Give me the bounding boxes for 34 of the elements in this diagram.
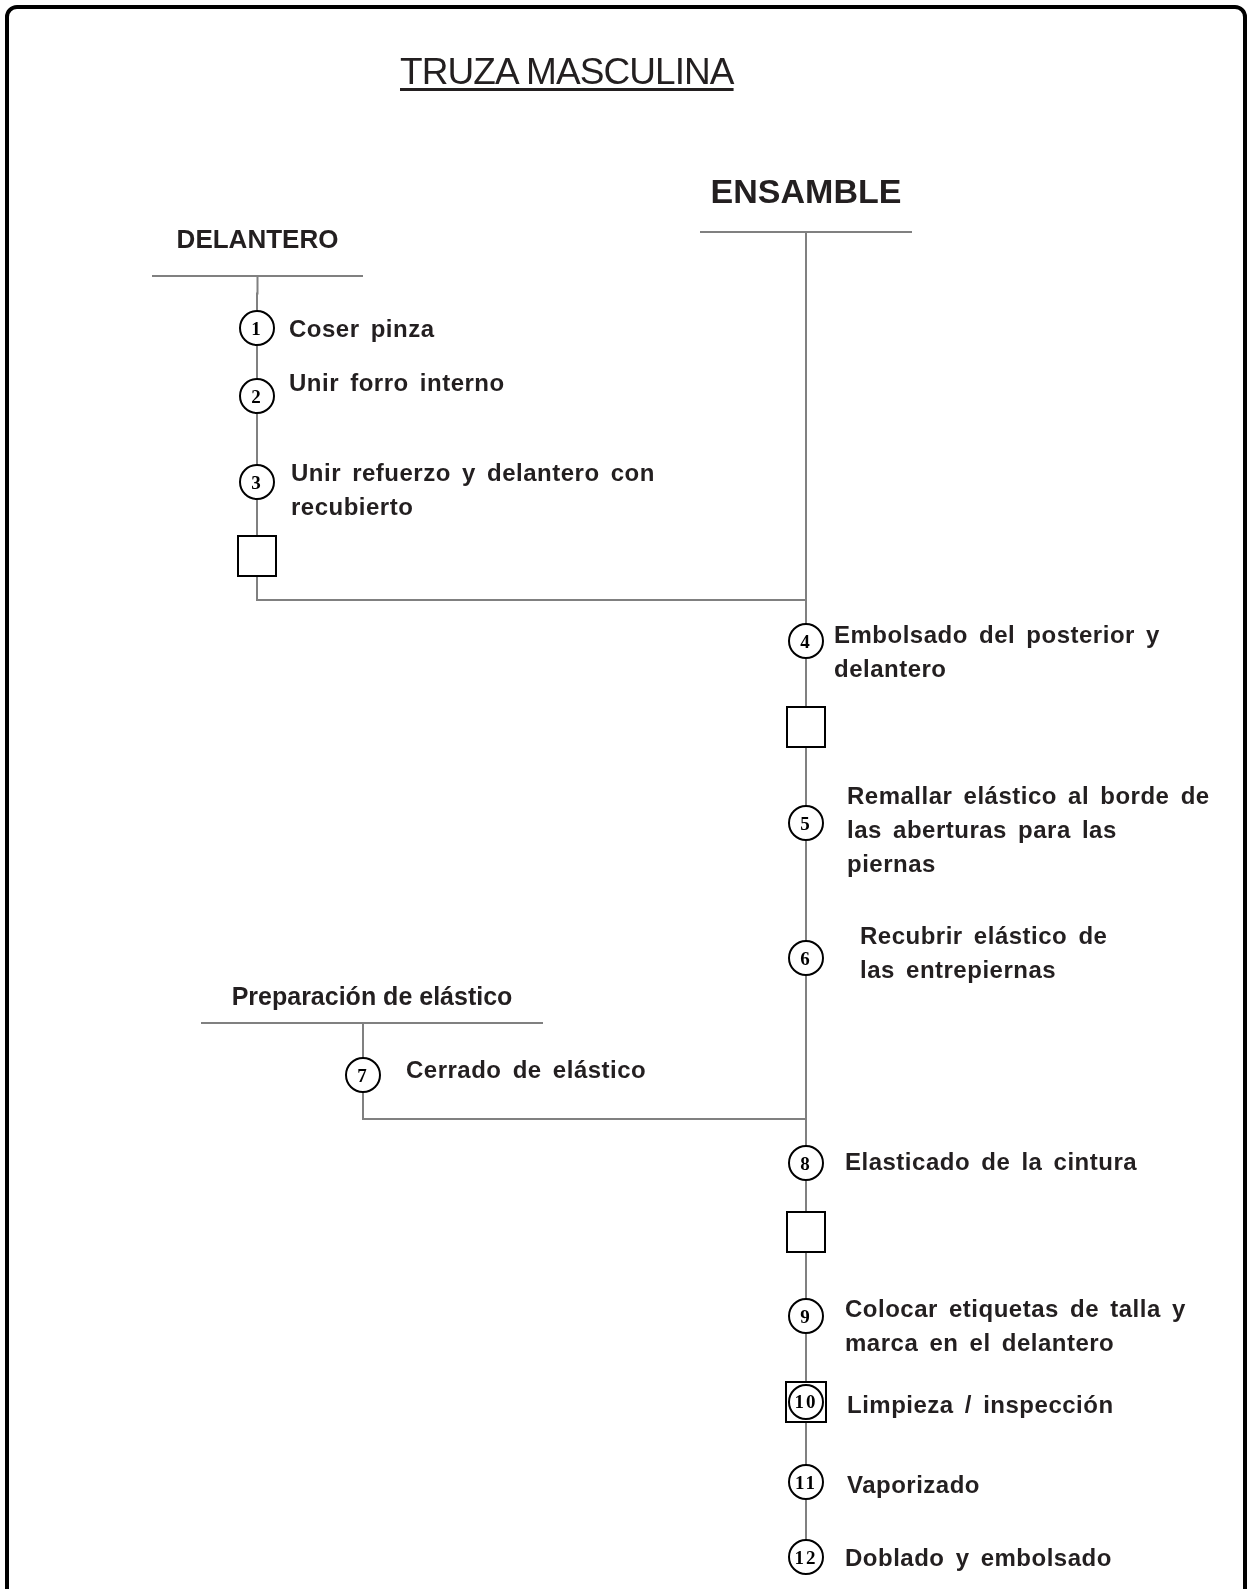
inspection-square [237,535,277,577]
flow-line [805,1422,807,1465]
step-label: Embolsado del posterior y delantero [834,620,1161,684]
step-label: Vaporizado [847,1470,982,1500]
section-heading: DELANTERO [152,226,363,277]
step-label: Limpieza / inspección [847,1390,1115,1420]
title: TRUZA MASCULINA [400,50,734,94]
step-label: Remallar elástico al borde de las aberturas para las piernas [847,781,1211,879]
section-heading: ENSAMBLE [700,174,912,233]
flow-line [256,276,259,311]
flow-line [362,1023,364,1058]
flow-line [805,1499,807,1540]
step-label: Doblado y embolsado [845,1543,1113,1573]
flow-line [805,1333,807,1382]
flow-line [805,658,807,707]
step-number: 10 [794,1389,818,1414]
inspection-square [786,1211,826,1253]
step-label: Cerrado de elástico [406,1055,648,1085]
step-label: Unir refuerzo y delantero con recubierto [291,458,656,522]
flow-line [805,1252,807,1299]
flow-line [256,499,258,536]
section-heading: Preparación de elástico [201,984,543,1024]
step-label: Colocar etiquetas de talla y marca en el delantero [845,1294,1187,1358]
combined-operation-inspection [785,1381,827,1423]
step-label: Coser pinza [289,314,436,344]
step-label: Recubrir elástico de las entrepiernas [860,921,1109,985]
step-label: Elasticado de la cintura [845,1147,1139,1177]
flow-line [805,747,807,806]
flow-line [256,345,258,379]
flow-line [805,1180,807,1212]
step-label: Unir forro interno [289,368,506,398]
inspection-square [786,706,826,748]
flow-line [256,413,258,465]
flow-line [805,840,807,941]
